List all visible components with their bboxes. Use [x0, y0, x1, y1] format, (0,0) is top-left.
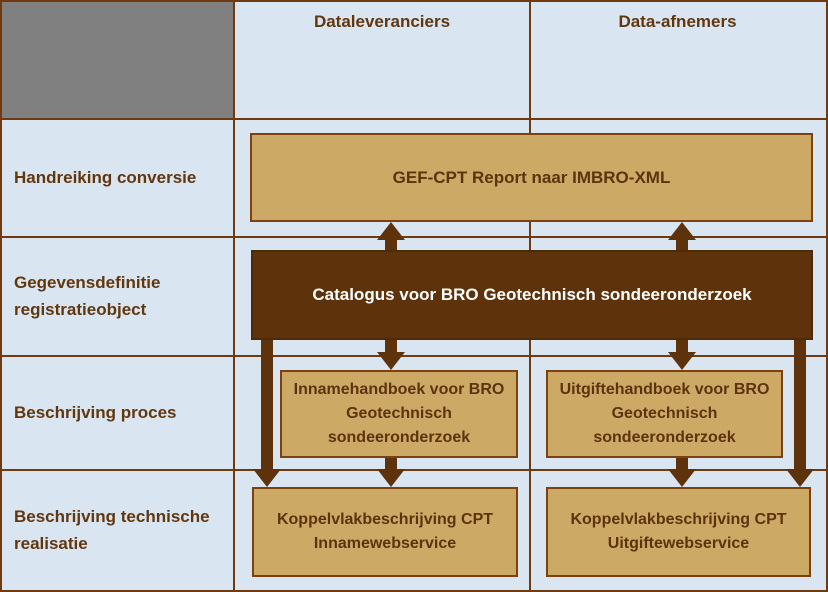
- row-label-beschrijving-proces: Beschrijving proces: [14, 402, 177, 422]
- grid-vline-1: [233, 2, 235, 590]
- grid-hline-3: [2, 355, 826, 357]
- grid-hline-4: [2, 469, 826, 471]
- arrow-catalogus-to-koppelvlak-inname-icon: [253, 340, 281, 487]
- column-header-data-afnemers: Data-afnemers: [618, 12, 737, 31]
- column-header-dataleveranciers: Dataleveranciers: [313, 12, 451, 31]
- arrow-catalogus-to-gef-left-icon: [377, 222, 405, 250]
- row-label-gegevensdefinitie-registratieobject: Gegevensdefinitie registratieobject: [14, 273, 161, 319]
- top-left-empty-cell: [2, 2, 235, 119]
- grid-hline-1: [2, 118, 826, 120]
- uitgiftehandboek-box: Uitgiftehandboek voor BRO Geotechnisch s…: [546, 370, 783, 458]
- row-label-beschrijving-technische-realisatie: Beschrijving technische realisatie: [14, 507, 210, 553]
- arrow-innamehandboek-to-koppelvlak-icon: [377, 458, 405, 487]
- row-label-handreiking-conversie: Handreiking conversie: [14, 167, 197, 187]
- koppelvlak-inname-box: Koppelvlakbeschrijving CPT Innamewebserv…: [252, 487, 518, 577]
- koppelvlak-uitgifte-box: Koppelvlakbeschrijving CPT Uitgiftewebse…: [546, 487, 811, 577]
- catalogus-box: Catalogus voor BRO Geotechnisch sondeero…: [251, 250, 813, 340]
- arrow-catalogus-to-koppelvlak-uitgifte-icon: [786, 340, 814, 487]
- arrow-catalogus-to-innamehandboek-icon: [377, 340, 405, 370]
- arrow-uitgiftehandboek-to-koppelvlak-icon: [668, 458, 696, 487]
- gef-cpt-report-box: GEF-CPT Report naar IMBRO-XML: [250, 133, 813, 222]
- innamehandboek-box: Innamehandboek voor BRO Geotechnisch son…: [280, 370, 518, 458]
- grid-hline-2: [2, 236, 826, 238]
- arrow-catalogus-to-gef-right-icon: [668, 222, 696, 250]
- arrow-catalogus-to-uitgiftehandboek-icon: [668, 340, 696, 370]
